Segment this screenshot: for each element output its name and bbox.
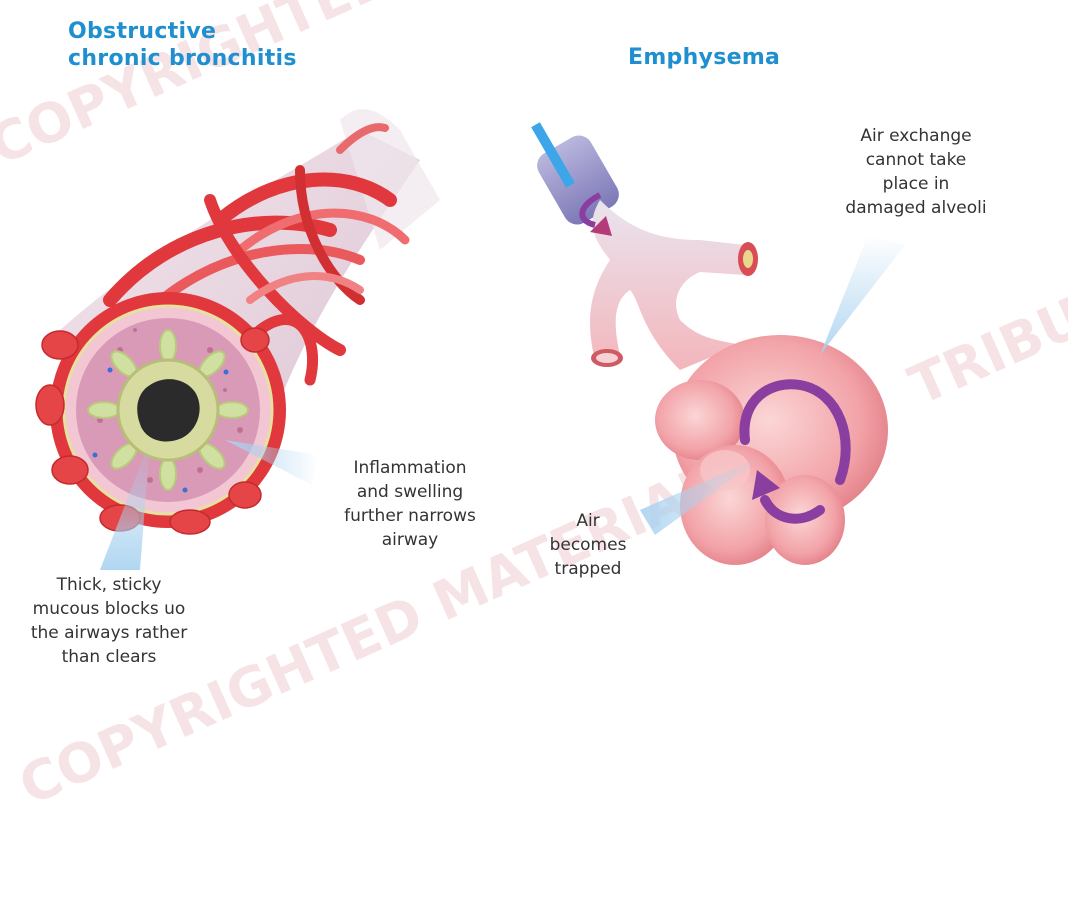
- bronchiole-branches: [590, 200, 745, 370]
- alveolar-sac: [655, 335, 888, 565]
- air-exchange-label: Air exchange cannot take place in damage…: [820, 124, 1012, 220]
- air-trapped-label-line: becomes: [530, 533, 646, 557]
- mucous-label-line: than clears: [0, 645, 218, 669]
- bronchitis-title-line-2: chronic bronchitis: [68, 45, 297, 72]
- inflammation-label-line: further narrows: [316, 504, 504, 528]
- bronchitis-title: Obstructive chronic bronchitis: [68, 18, 297, 72]
- mucous-label-line: the airways rather: [0, 621, 218, 645]
- inflammation-label-line: Inflammation: [316, 456, 504, 480]
- air-exchange-label-line: Air exchange: [820, 124, 1012, 148]
- air-exchange-label-line: cannot take: [820, 148, 1012, 172]
- air-trapped-label: Air becomes trapped: [530, 509, 646, 581]
- mucous-label-line: Thick, sticky: [0, 573, 218, 597]
- mucous-label: Thick, sticky mucous blocks uo the airwa…: [0, 573, 218, 669]
- air-trapped-label-line: Air: [530, 509, 646, 533]
- inflammation-label-line: airway: [316, 528, 504, 552]
- emphysema-title: Emphysema: [628, 44, 780, 71]
- air-trapped-label-line: trapped: [530, 557, 646, 581]
- air-exchange-label-line: place in: [820, 172, 1012, 196]
- air-exchange-pointer: [820, 235, 905, 355]
- bronchitis-title-line-1: Obstructive: [68, 18, 297, 45]
- air-exchange-label-line: damaged alveoli: [820, 196, 1012, 220]
- inflammation-label: Inflammation and swelling further narrow…: [316, 456, 504, 552]
- inflammation-label-line: and swelling: [316, 480, 504, 504]
- mucous-label-line: mucous blocks uo: [0, 597, 218, 621]
